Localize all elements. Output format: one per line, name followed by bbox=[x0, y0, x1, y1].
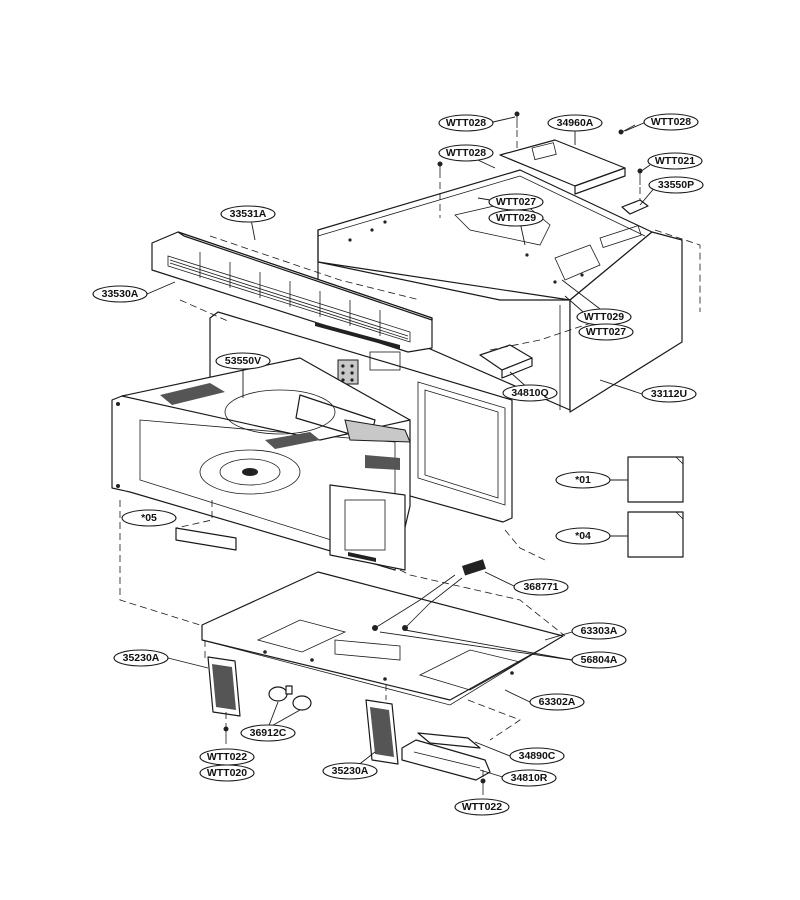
callout-text-wtt021: WTT021 bbox=[655, 155, 695, 167]
callout-33550p: 33550P bbox=[648, 176, 704, 194]
callout-text-04: *04 bbox=[575, 530, 591, 542]
callout-text-34890c: 34890C bbox=[519, 750, 556, 762]
assembly-lines bbox=[119, 130, 701, 780]
callout-text-36912c: 36912C bbox=[250, 727, 287, 739]
callout-63302a: 63302A bbox=[529, 693, 585, 711]
screw-wtt028-right bbox=[618, 124, 636, 135]
callout-text-34810q: 34810Q bbox=[511, 387, 548, 399]
callout-wtt029-a: WTT029 bbox=[488, 209, 544, 227]
callout-35230a-a: 35230A bbox=[113, 649, 169, 667]
callout-text-33530a: 33530A bbox=[102, 288, 139, 300]
callout-368771: 368771 bbox=[513, 578, 569, 596]
callout-text-33550p: 33550P bbox=[658, 179, 694, 191]
callout-wtt027-a: WTT027 bbox=[488, 193, 544, 211]
callout-33112u: 33112U bbox=[641, 385, 697, 403]
filter-35230a-left bbox=[207, 656, 241, 717]
callout-text-wtt022-b: WTT022 bbox=[462, 801, 502, 813]
callout-text-01: *01 bbox=[575, 474, 591, 486]
bracket-34810q bbox=[479, 344, 533, 379]
screw-wtt028-top bbox=[514, 111, 520, 128]
callout-text-34810r: 34810R bbox=[511, 772, 548, 784]
screw-wtt022-bottom bbox=[480, 778, 486, 795]
callout-text-wtt028-c: WTT028 bbox=[446, 147, 486, 159]
callout-04: *04 bbox=[555, 527, 611, 545]
callout-text-wtt028-a: WTT028 bbox=[446, 117, 486, 129]
callout-text-33112u: 33112U bbox=[651, 388, 687, 400]
callout-text-35230a-a: 35230A bbox=[123, 652, 160, 664]
screw-wtt028-left bbox=[437, 161, 443, 178]
callout-35230a-b: 35230A bbox=[322, 762, 378, 780]
callout-34810r: 34810R bbox=[501, 769, 557, 787]
callout-wtt022-b: WTT022 bbox=[454, 798, 510, 816]
callout-text-53550v: 53550V bbox=[225, 355, 261, 367]
callout-text-56804a: 56804A bbox=[581, 654, 618, 666]
top-bracket bbox=[499, 139, 626, 195]
callout-34810q: 34810Q bbox=[502, 384, 558, 402]
filter-35230a-right bbox=[365, 699, 399, 765]
callout-53550v: 53550V bbox=[215, 352, 271, 370]
callout-text-34960a: 34960A bbox=[557, 117, 594, 129]
callout-63303a: 63303A bbox=[571, 622, 627, 640]
callout-text-wtt027-b: WTT027 bbox=[586, 326, 626, 338]
cavity-chassis bbox=[111, 311, 513, 571]
callout-text-wtt029-b: WTT029 bbox=[584, 311, 624, 323]
clip-33550p bbox=[621, 199, 649, 215]
callout-text-wtt028-b: WTT028 bbox=[651, 116, 691, 128]
lamp-cover bbox=[401, 732, 491, 781]
callout-56804a: 56804A bbox=[571, 651, 627, 669]
callout-text-63303a: 63303A bbox=[581, 625, 618, 637]
vent-grille bbox=[151, 231, 433, 353]
callout-wtt027-b: WTT027 bbox=[578, 323, 634, 341]
grille-slots bbox=[169, 252, 409, 340]
callout-01: *01 bbox=[555, 471, 611, 489]
wiring-harness bbox=[372, 559, 487, 631]
callout-text-33531a: 33531A bbox=[230, 208, 267, 220]
callout-text-63302a: 63302A bbox=[539, 696, 576, 708]
callout-text-wtt027-a: WTT027 bbox=[496, 196, 536, 208]
bulb-36912c bbox=[268, 685, 312, 711]
callout-text-wtt022-a: WTT022 bbox=[207, 751, 247, 763]
callout-wtt028-c: WTT028 bbox=[438, 144, 494, 162]
callout-34960a: 34960A bbox=[547, 114, 603, 132]
sheet-01 bbox=[627, 456, 684, 503]
callout-wtt022-a: WTT022 bbox=[199, 748, 255, 766]
callout-text-05: *05 bbox=[141, 512, 157, 524]
sheet-04 bbox=[627, 511, 684, 558]
callout-text-wtt029-a: WTT029 bbox=[496, 212, 536, 224]
callout-wtt028-b: WTT028 bbox=[643, 113, 699, 131]
callout-33531a: 33531A bbox=[220, 205, 276, 223]
callout-wtt020: WTT020 bbox=[199, 764, 255, 782]
callout-text-35230a-b: 35230A bbox=[332, 765, 369, 777]
screw-wtt021 bbox=[637, 168, 643, 185]
callout-wtt021: WTT021 bbox=[647, 152, 703, 170]
callout-34890c: 34890C bbox=[509, 747, 565, 765]
callout-36912c: 36912C bbox=[240, 724, 296, 742]
callout-wtt029-b: WTT029 bbox=[576, 308, 632, 326]
label-plate bbox=[175, 527, 237, 551]
callout-05: *05 bbox=[121, 509, 177, 527]
callout-33530a: 33530A bbox=[92, 285, 148, 303]
base-plate bbox=[201, 571, 564, 706]
callout-text-368771: 368771 bbox=[523, 581, 558, 593]
callout-text-wtt020: WTT020 bbox=[207, 767, 247, 779]
callout-wtt028-a: WTT028 bbox=[438, 114, 494, 132]
